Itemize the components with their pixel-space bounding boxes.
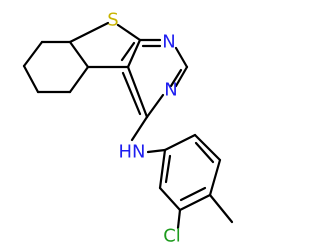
bond	[158, 148, 167, 190]
pyrimidine-ring	[121, 38, 189, 119]
benzene-ring	[158, 133, 222, 212]
cyclohexane-ring	[22, 40, 90, 94]
bond	[22, 40, 44, 68]
nitrogen-atom-label-bottom: N	[164, 80, 177, 101]
bond	[130, 115, 149, 142]
thiophene-ring	[68, 21, 142, 69]
bond	[68, 40, 90, 69]
bond	[164, 154, 172, 184]
bond	[158, 186, 182, 212]
bond	[126, 65, 149, 119]
bond	[121, 71, 142, 116]
sulfur-atom-label: S	[107, 10, 118, 31]
substituents	[176, 193, 234, 230]
bond	[68, 21, 110, 44]
structure-canvas: S N N HN Cl	[22, 10, 234, 247]
bond	[208, 158, 222, 197]
bond	[22, 64, 40, 94]
bond	[174, 65, 189, 88]
chloro-bond	[176, 208, 182, 230]
bond	[116, 23, 142, 42]
amine-atom-label: HN	[119, 142, 146, 163]
chlorine-atom-label: Cl	[163, 226, 181, 247]
bond	[163, 133, 197, 152]
bond	[126, 38, 142, 69]
bond	[68, 65, 90, 94]
molecule-structure: S N N HN Cl	[22, 10, 234, 247]
bond	[179, 186, 207, 202]
bond	[146, 148, 167, 154]
bond	[193, 133, 222, 162]
bond	[169, 68, 183, 88]
bond	[120, 41, 136, 62]
bond	[194, 141, 215, 164]
amine-linker	[130, 115, 167, 154]
methyl-bond	[208, 193, 234, 224]
bond	[145, 93, 165, 119]
bond	[174, 46, 189, 69]
nitrogen-atom-label-top: N	[162, 32, 175, 53]
bond	[178, 193, 212, 212]
